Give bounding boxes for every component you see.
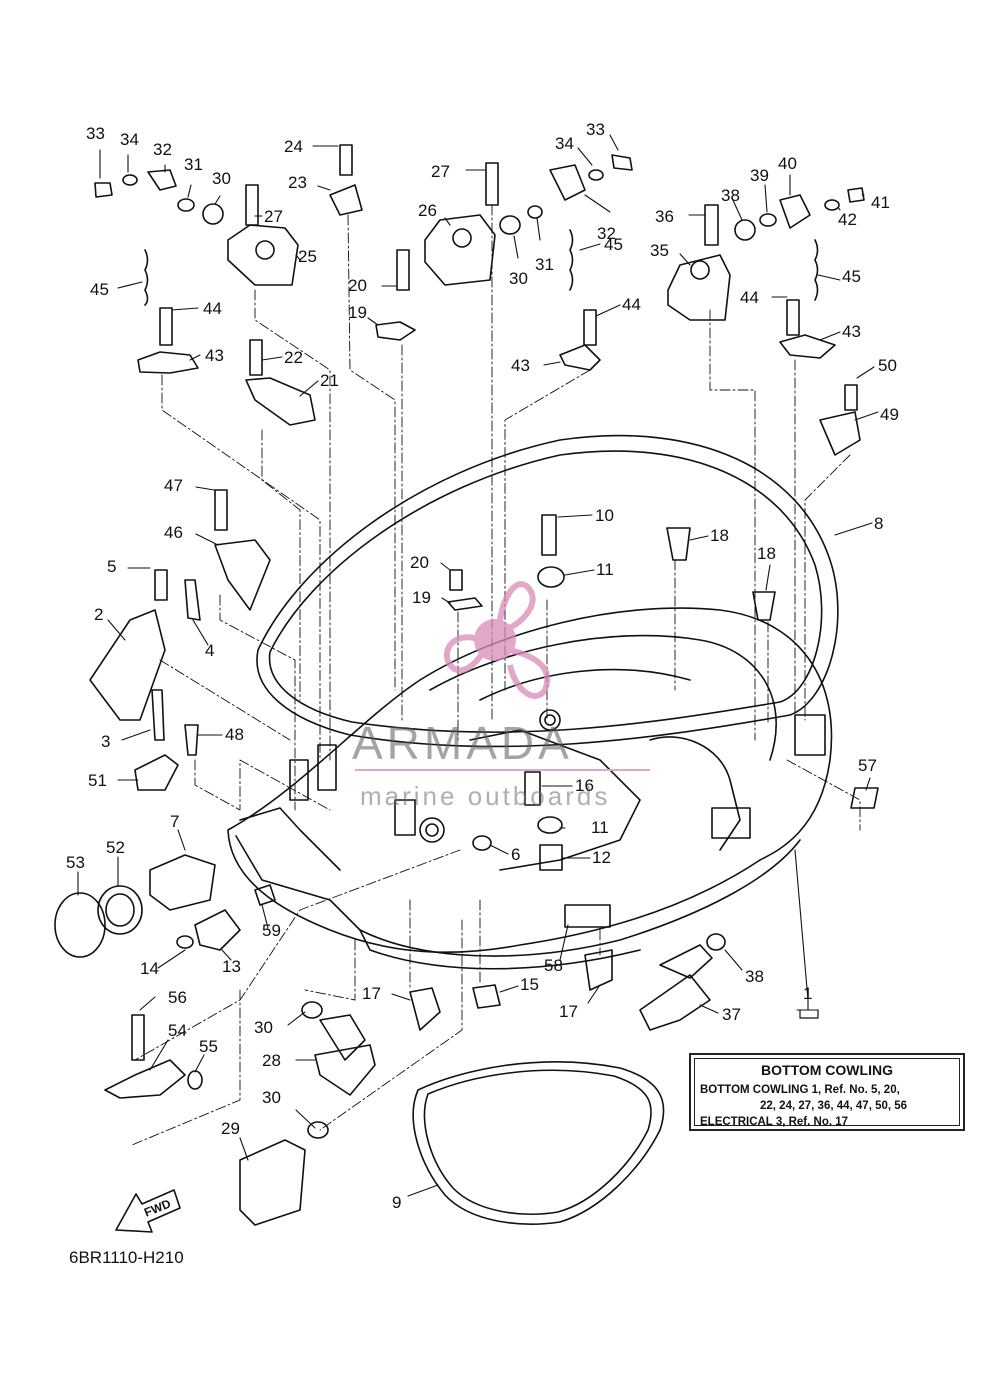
callout: 45 [604, 235, 623, 254]
callout: 6 [511, 845, 521, 864]
callout: 52 [106, 838, 125, 857]
callout: 37 [722, 1005, 741, 1024]
legend-line-1: BOTTOM COWLING 1, Ref. No. 5, 20, [700, 1084, 900, 1096]
callout: 38 [745, 967, 764, 986]
gasket-9 [412, 1061, 665, 1225]
callout: 15 [520, 975, 539, 994]
callout: 47 [164, 476, 183, 495]
callout: 31 [184, 155, 203, 174]
legend-line-3: ELECTRICAL 3, Ref. No. 17 [700, 1116, 849, 1128]
callout: 7 [170, 812, 180, 831]
callout: 30 [212, 169, 231, 188]
callout: 55 [199, 1037, 218, 1056]
callout: 11 [591, 818, 609, 837]
watermark-logo [443, 581, 551, 699]
callout: 16 [575, 776, 594, 795]
callout: 5 [107, 557, 117, 576]
callout: 30 [254, 1018, 273, 1037]
callout: 17 [559, 1002, 578, 1021]
callout: 33 [86, 124, 105, 143]
callout: 50 [878, 356, 897, 375]
callout: 45 [90, 280, 109, 299]
watermark-subtitle: marine outboards [360, 781, 611, 811]
callout: 51 [88, 771, 107, 790]
callout: 27 [264, 207, 283, 226]
cowling-seal-8 [256, 434, 839, 748]
callout: 44 [740, 288, 759, 307]
callout: 20 [348, 276, 367, 295]
callout: 45 [842, 267, 861, 286]
callout: 13 [222, 957, 241, 976]
callout: 30 [262, 1088, 281, 1107]
callout: 48 [225, 725, 244, 744]
callout: 22 [284, 348, 303, 367]
callout: 43 [205, 346, 224, 365]
callout: 59 [262, 921, 281, 940]
callout: 19 [412, 588, 431, 607]
legend-box: BOTTOM COWLING BOTTOM COWLING 1, Ref. No… [689, 1053, 965, 1131]
callout: 43 [842, 322, 861, 341]
callout: 10 [595, 506, 614, 525]
callout: 25 [298, 247, 317, 266]
callout: 33 [586, 120, 605, 139]
legend-line-2: 22, 24, 27, 36, 44, 47, 50, 56 [760, 1100, 908, 1112]
callout: 56 [168, 988, 187, 1007]
callout: 12 [592, 848, 611, 867]
callout: 54 [168, 1021, 187, 1040]
callout: 2 [94, 605, 104, 624]
fwd-arrow-icon: FWD [112, 1186, 182, 1241]
callout: 8 [874, 514, 884, 533]
callout: 1 [803, 984, 813, 1003]
callout: 57 [858, 756, 877, 775]
callout: 3 [101, 732, 111, 751]
callout: 9 [392, 1193, 402, 1212]
legend-inner-frame [694, 1058, 960, 1126]
callout: 26 [418, 201, 437, 220]
callout: 17 [362, 984, 381, 1003]
drawing-code: 6BR1110-H210 [69, 1248, 184, 1267]
callout: 39 [750, 166, 769, 185]
callout: 34 [555, 134, 574, 153]
callout: 43 [511, 356, 530, 375]
callout: 32 [597, 224, 616, 243]
callout: 11 [596, 560, 614, 579]
callout: 44 [622, 295, 641, 314]
leader-lines [77, 134, 879, 1197]
callout: 24 [284, 137, 303, 156]
callout: 30 [509, 269, 528, 288]
callout: 18 [710, 526, 729, 545]
callout: 36 [655, 207, 674, 226]
callout: 34 [120, 130, 139, 149]
callout: 53 [66, 853, 85, 872]
parts [54, 144, 879, 1226]
callout: 40 [778, 154, 797, 173]
callout: 46 [164, 523, 183, 542]
watermark-title: ARMADA [352, 717, 573, 769]
callout: 19 [348, 303, 367, 322]
callout: 31 [535, 255, 554, 274]
callout: 58 [544, 956, 563, 975]
callout: 20 [410, 553, 429, 572]
callout: 21 [320, 371, 339, 390]
callout: 49 [880, 405, 899, 424]
callout: 28 [262, 1051, 281, 1070]
guide-lines [131, 204, 861, 1146]
legend-title: BOTTOM COWLING [761, 1062, 893, 1078]
callout: 41 [871, 193, 890, 212]
callout: 27 [431, 162, 450, 181]
callout: 35 [650, 241, 669, 260]
callout: 4 [205, 641, 215, 660]
callout: 42 [838, 210, 857, 229]
callout: 38 [721, 186, 740, 205]
callout: 14 [140, 959, 159, 978]
callout: 18 [757, 544, 776, 563]
callout: 44 [203, 299, 222, 318]
callout: 23 [288, 173, 307, 192]
callout: 32 [153, 140, 172, 159]
callout: 29 [221, 1119, 240, 1138]
